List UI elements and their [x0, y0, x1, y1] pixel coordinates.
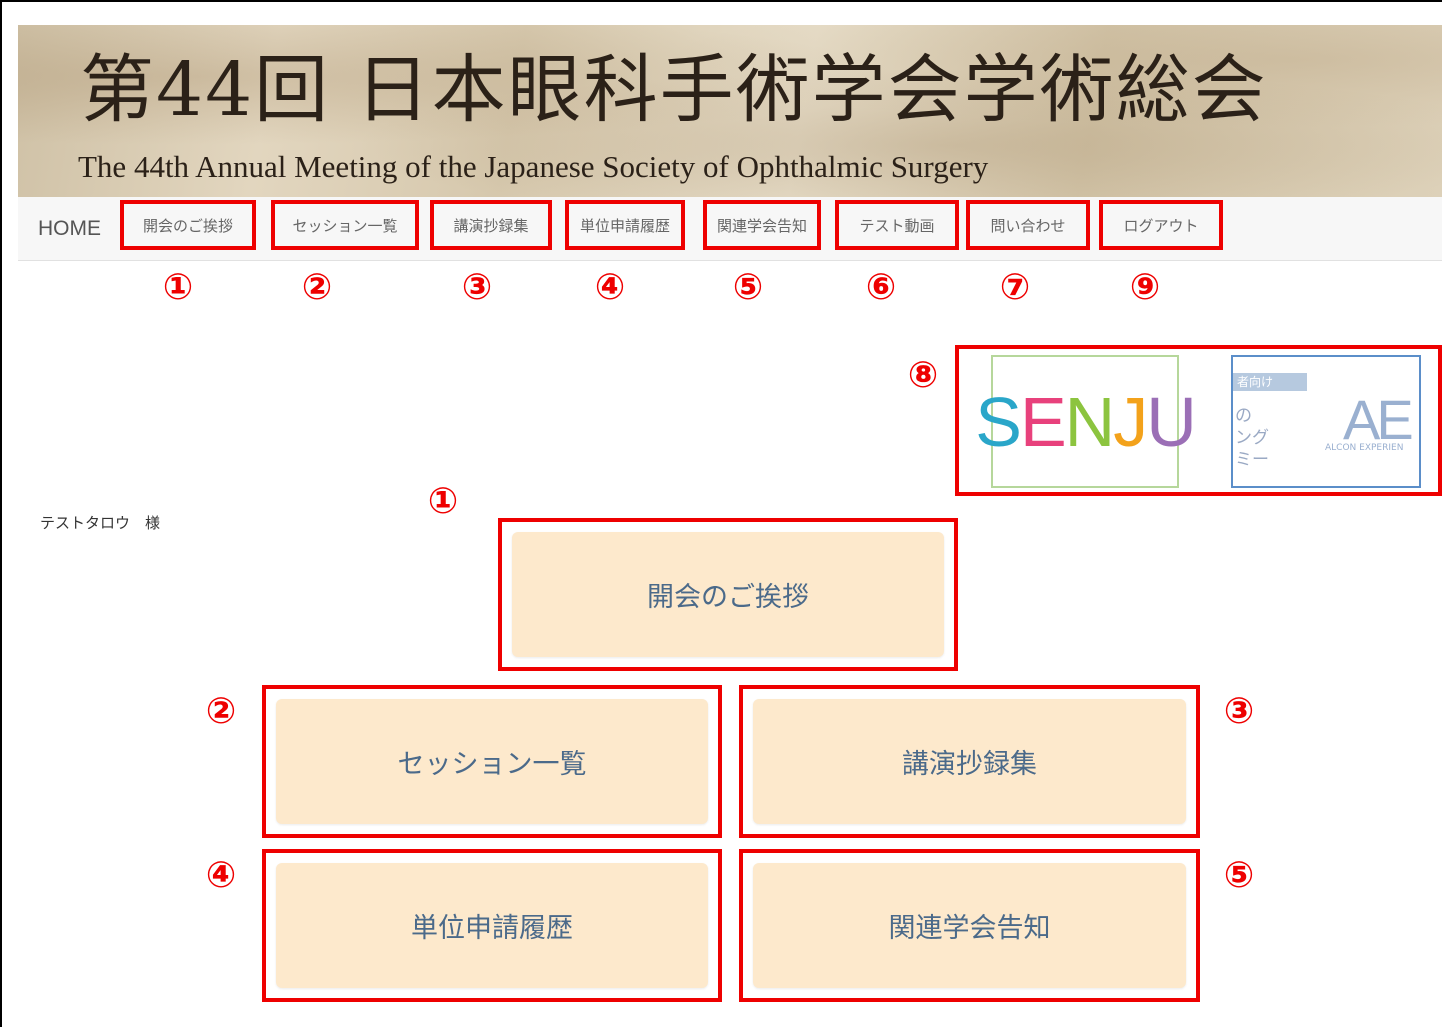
- marker-nav-4: ④: [594, 267, 626, 308]
- abstracts-button[interactable]: 講演抄録集: [753, 699, 1186, 824]
- alcon-tag: 者向け: [1233, 373, 1307, 391]
- banner-subtitle: The 44th Annual Meeting of the Japanese …: [78, 149, 989, 184]
- marker-ads-8: ⑧: [907, 355, 939, 396]
- nav-item-credits[interactable]: 単位申請履歴: [565, 200, 685, 250]
- nav-home-link[interactable]: HOME: [38, 217, 101, 240]
- senju-letter: N: [1064, 382, 1116, 461]
- nav-item-related[interactable]: 関連学会告知: [703, 200, 821, 250]
- marker-nav-7: ⑦: [999, 267, 1031, 308]
- sponsor-banner-area: S E N J U 者向け の ング ミー AE ALCON EXPERIEN: [955, 345, 1442, 496]
- greeting-button[interactable]: 開会のご挨拶: [512, 532, 944, 657]
- nav-item-logout[interactable]: ログアウト: [1099, 200, 1223, 250]
- highlight-greeting: 開会のご挨拶: [498, 518, 958, 671]
- marker-btn-4: ④: [205, 855, 237, 896]
- senju-banner[interactable]: S E N J U: [975, 355, 1197, 488]
- sessions-button[interactable]: セッション一覧: [276, 699, 708, 824]
- highlight-credits: 単位申請履歴: [262, 849, 722, 1002]
- marker-nav-1: ①: [162, 267, 194, 308]
- senju-letter: S: [975, 382, 1022, 461]
- related-button[interactable]: 関連学会告知: [753, 863, 1186, 988]
- alcon-partial-line: ミー: [1235, 450, 1269, 470]
- nav-item-test-video[interactable]: テスト動画: [835, 200, 959, 250]
- marker-nav-2: ②: [301, 267, 333, 308]
- alcon-logo-text: ALCON EXPERIEN: [1325, 443, 1404, 453]
- highlight-related: 関連学会告知: [739, 849, 1200, 1002]
- nav-item-greeting[interactable]: 開会のご挨拶: [120, 200, 256, 250]
- nav-item-abstracts[interactable]: 講演抄録集: [430, 200, 552, 250]
- senju-letter: U: [1146, 382, 1197, 461]
- marker-nav-5: ⑤: [732, 267, 764, 308]
- nav-item-sessions[interactable]: セッション一覧: [271, 200, 419, 250]
- banner-title: 第44回 日本眼科手術学会学術総会: [80, 47, 1268, 133]
- highlight-sessions: セッション一覧: [262, 685, 722, 838]
- highlight-abstracts: 講演抄録集: [739, 685, 1200, 838]
- alcon-logo: AE: [1343, 388, 1414, 451]
- marker-btn-5: ⑤: [1223, 855, 1255, 896]
- marker-btn-1: ①: [427, 481, 459, 522]
- banner-texture: [18, 25, 1442, 197]
- alcon-partial-line: ング: [1235, 428, 1269, 448]
- marker-btn-2: ②: [205, 691, 237, 732]
- senju-letter: J: [1113, 382, 1148, 461]
- alcon-partial-line: の: [1235, 406, 1252, 426]
- user-name: テストタロウ 様: [40, 514, 161, 532]
- credits-button[interactable]: 単位申請履歴: [276, 863, 708, 988]
- marker-nav-3: ③: [461, 267, 493, 308]
- alcon-banner[interactable]: 者向け の ング ミー AE ALCON EXPERIEN: [1231, 355, 1421, 488]
- nav-item-contact[interactable]: 問い合わせ: [966, 200, 1090, 250]
- senju-letter: E: [1019, 382, 1067, 461]
- marker-nav-6: ⑥: [865, 267, 897, 308]
- marker-nav-9: ⑨: [1129, 267, 1161, 308]
- site-banner: 第44回 日本眼科手術学会学術総会 The 44th Annual Meetin…: [18, 25, 1442, 197]
- marker-btn-3: ③: [1223, 691, 1255, 732]
- alcon-partial-text: の ング ミー: [1235, 405, 1269, 471]
